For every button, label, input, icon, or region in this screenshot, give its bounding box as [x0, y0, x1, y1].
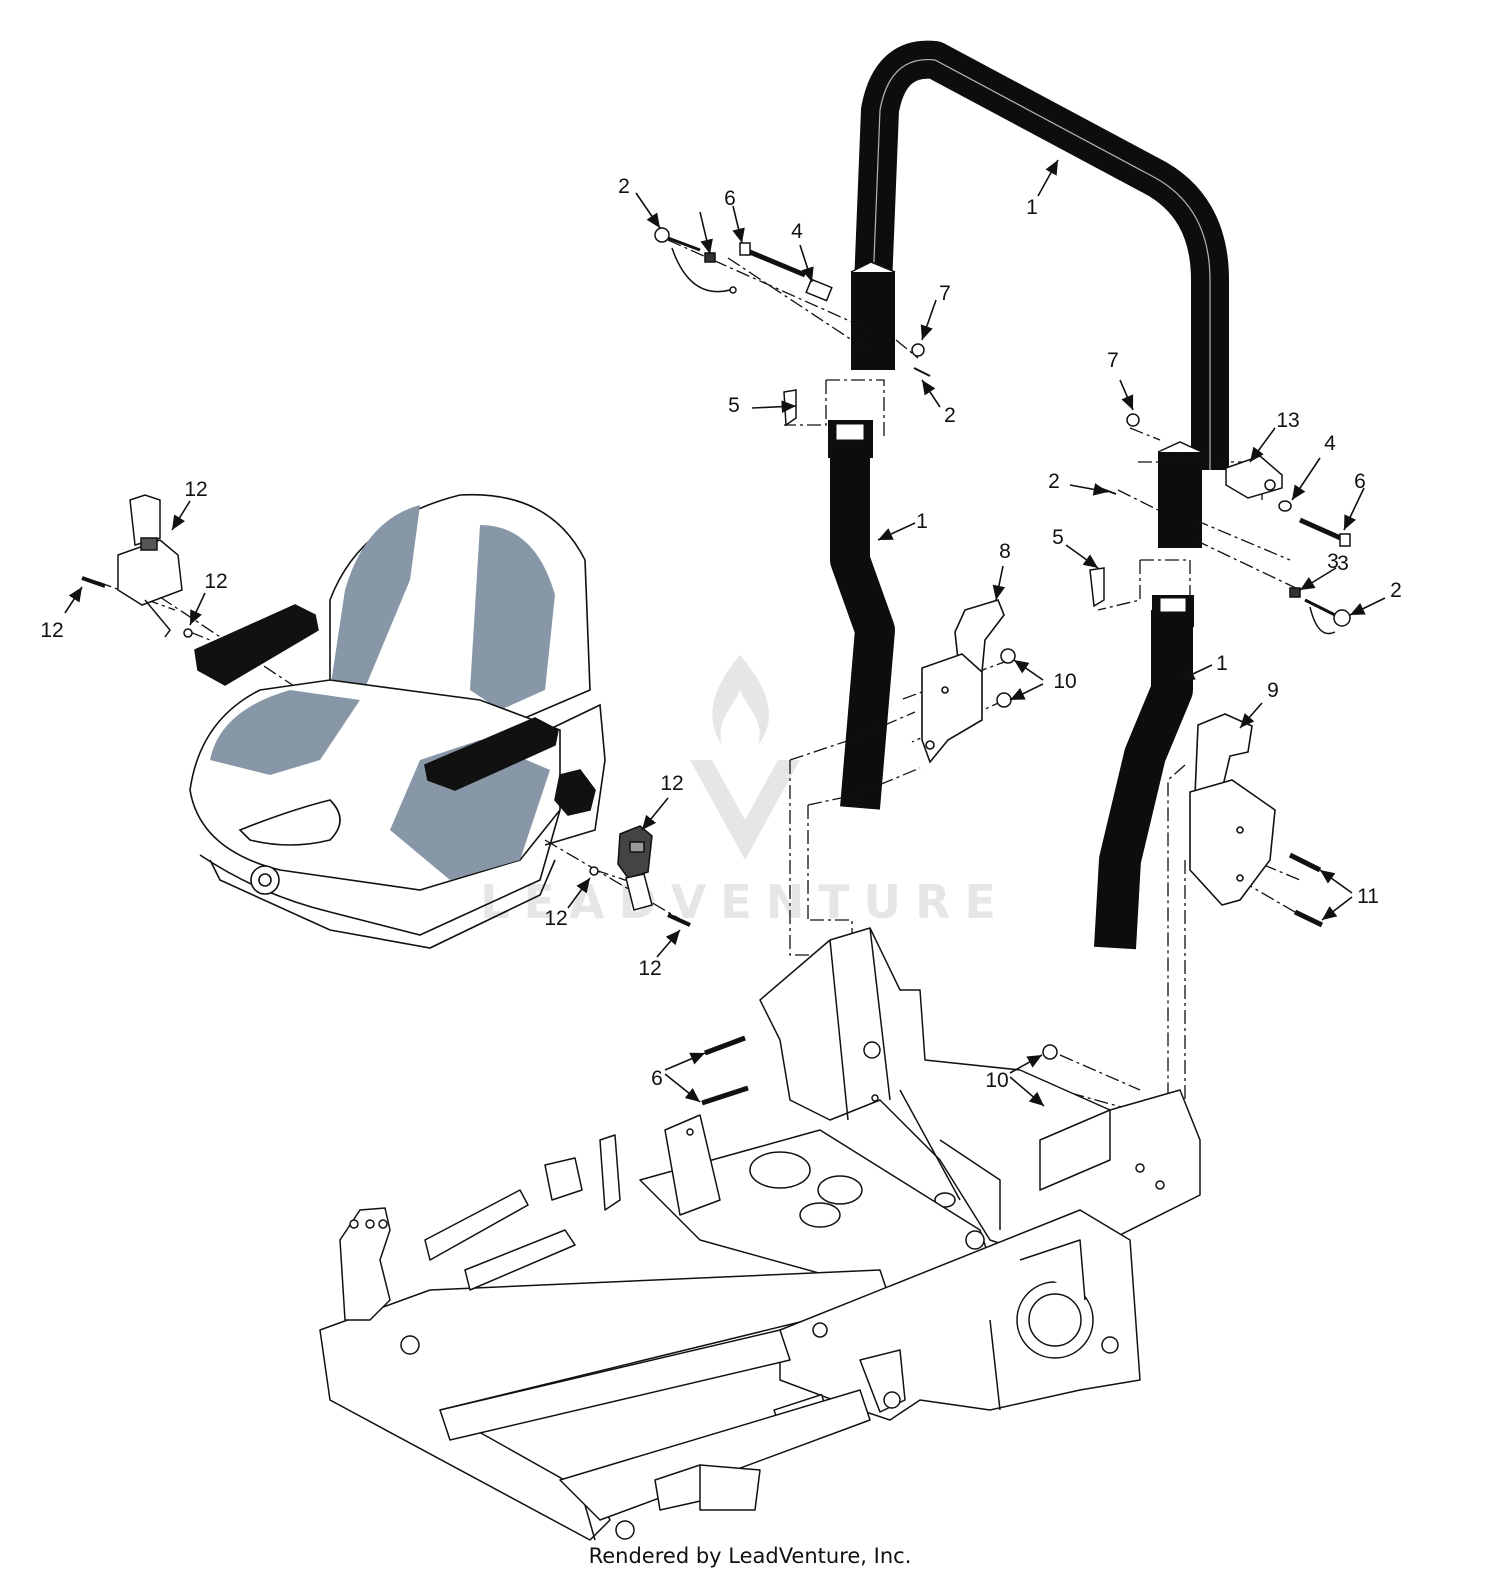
callout-label: 6 [1354, 470, 1366, 493]
callout-label: 1 [916, 510, 928, 533]
callout-labels: 1 1 1 2 2 2 2 3 3 4 4 5 5 6 6 6 7 7 8 9 … [40, 175, 1402, 1092]
callout-label: 1 [1216, 652, 1228, 675]
callout-label: 2 [1048, 470, 1060, 493]
callout-label: 12 [638, 957, 661, 980]
seat-belt-retractor [117, 494, 183, 638]
watermark-logo: LEADVENTURE [480, 655, 1010, 929]
callout-label: 2 [618, 175, 630, 198]
callout-label: 7 [939, 282, 951, 305]
mount-bracket-right [1189, 713, 1276, 906]
callout-label: 12 [544, 907, 567, 930]
mount-bracket-left [921, 599, 1005, 764]
callout-label: 6 [651, 1067, 663, 1090]
callout-label: 6 [724, 187, 736, 210]
callout-label: 12 [660, 772, 683, 795]
callout-label: 4 [791, 220, 803, 243]
callout-label: 5 [1052, 526, 1064, 549]
callout-label: 10 [985, 1069, 1008, 1092]
chassis-frame [319, 927, 1201, 1541]
callout-label: 13 [1276, 409, 1299, 432]
rops-lower-right-tube [1094, 595, 1194, 950]
callout-label: 4 [1324, 432, 1336, 455]
callout-label: 12 [40, 619, 63, 642]
callout-label: 1 [1026, 196, 1038, 219]
callout-label: 8 [999, 540, 1011, 563]
callout-label: 2 [944, 404, 956, 427]
callout-label: 10 [1053, 670, 1076, 693]
callout-label: 7 [1107, 349, 1119, 372]
callout-label: 3 [1337, 552, 1349, 575]
seat [189, 493, 606, 949]
rops-lower-left-tube [828, 420, 895, 810]
callout-leaders [64, 159, 1386, 1107]
callout-label: 12 [184, 478, 207, 501]
seat-belt-buckle [617, 825, 653, 911]
rops-upper-hoop [850, 40, 1229, 548]
callout-label: 3 [1327, 550, 1339, 573]
callout-label: 9 [1267, 679, 1279, 702]
callout-label: 12 [204, 570, 227, 593]
footer-credit: Rendered by LeadVenture, Inc. [588, 1544, 912, 1568]
callout-label: 2 [1390, 579, 1402, 602]
callout-label: 5 [728, 394, 740, 417]
callout-label: 11 [1357, 885, 1379, 908]
watermark-text: LEADVENTURE [480, 875, 1010, 929]
